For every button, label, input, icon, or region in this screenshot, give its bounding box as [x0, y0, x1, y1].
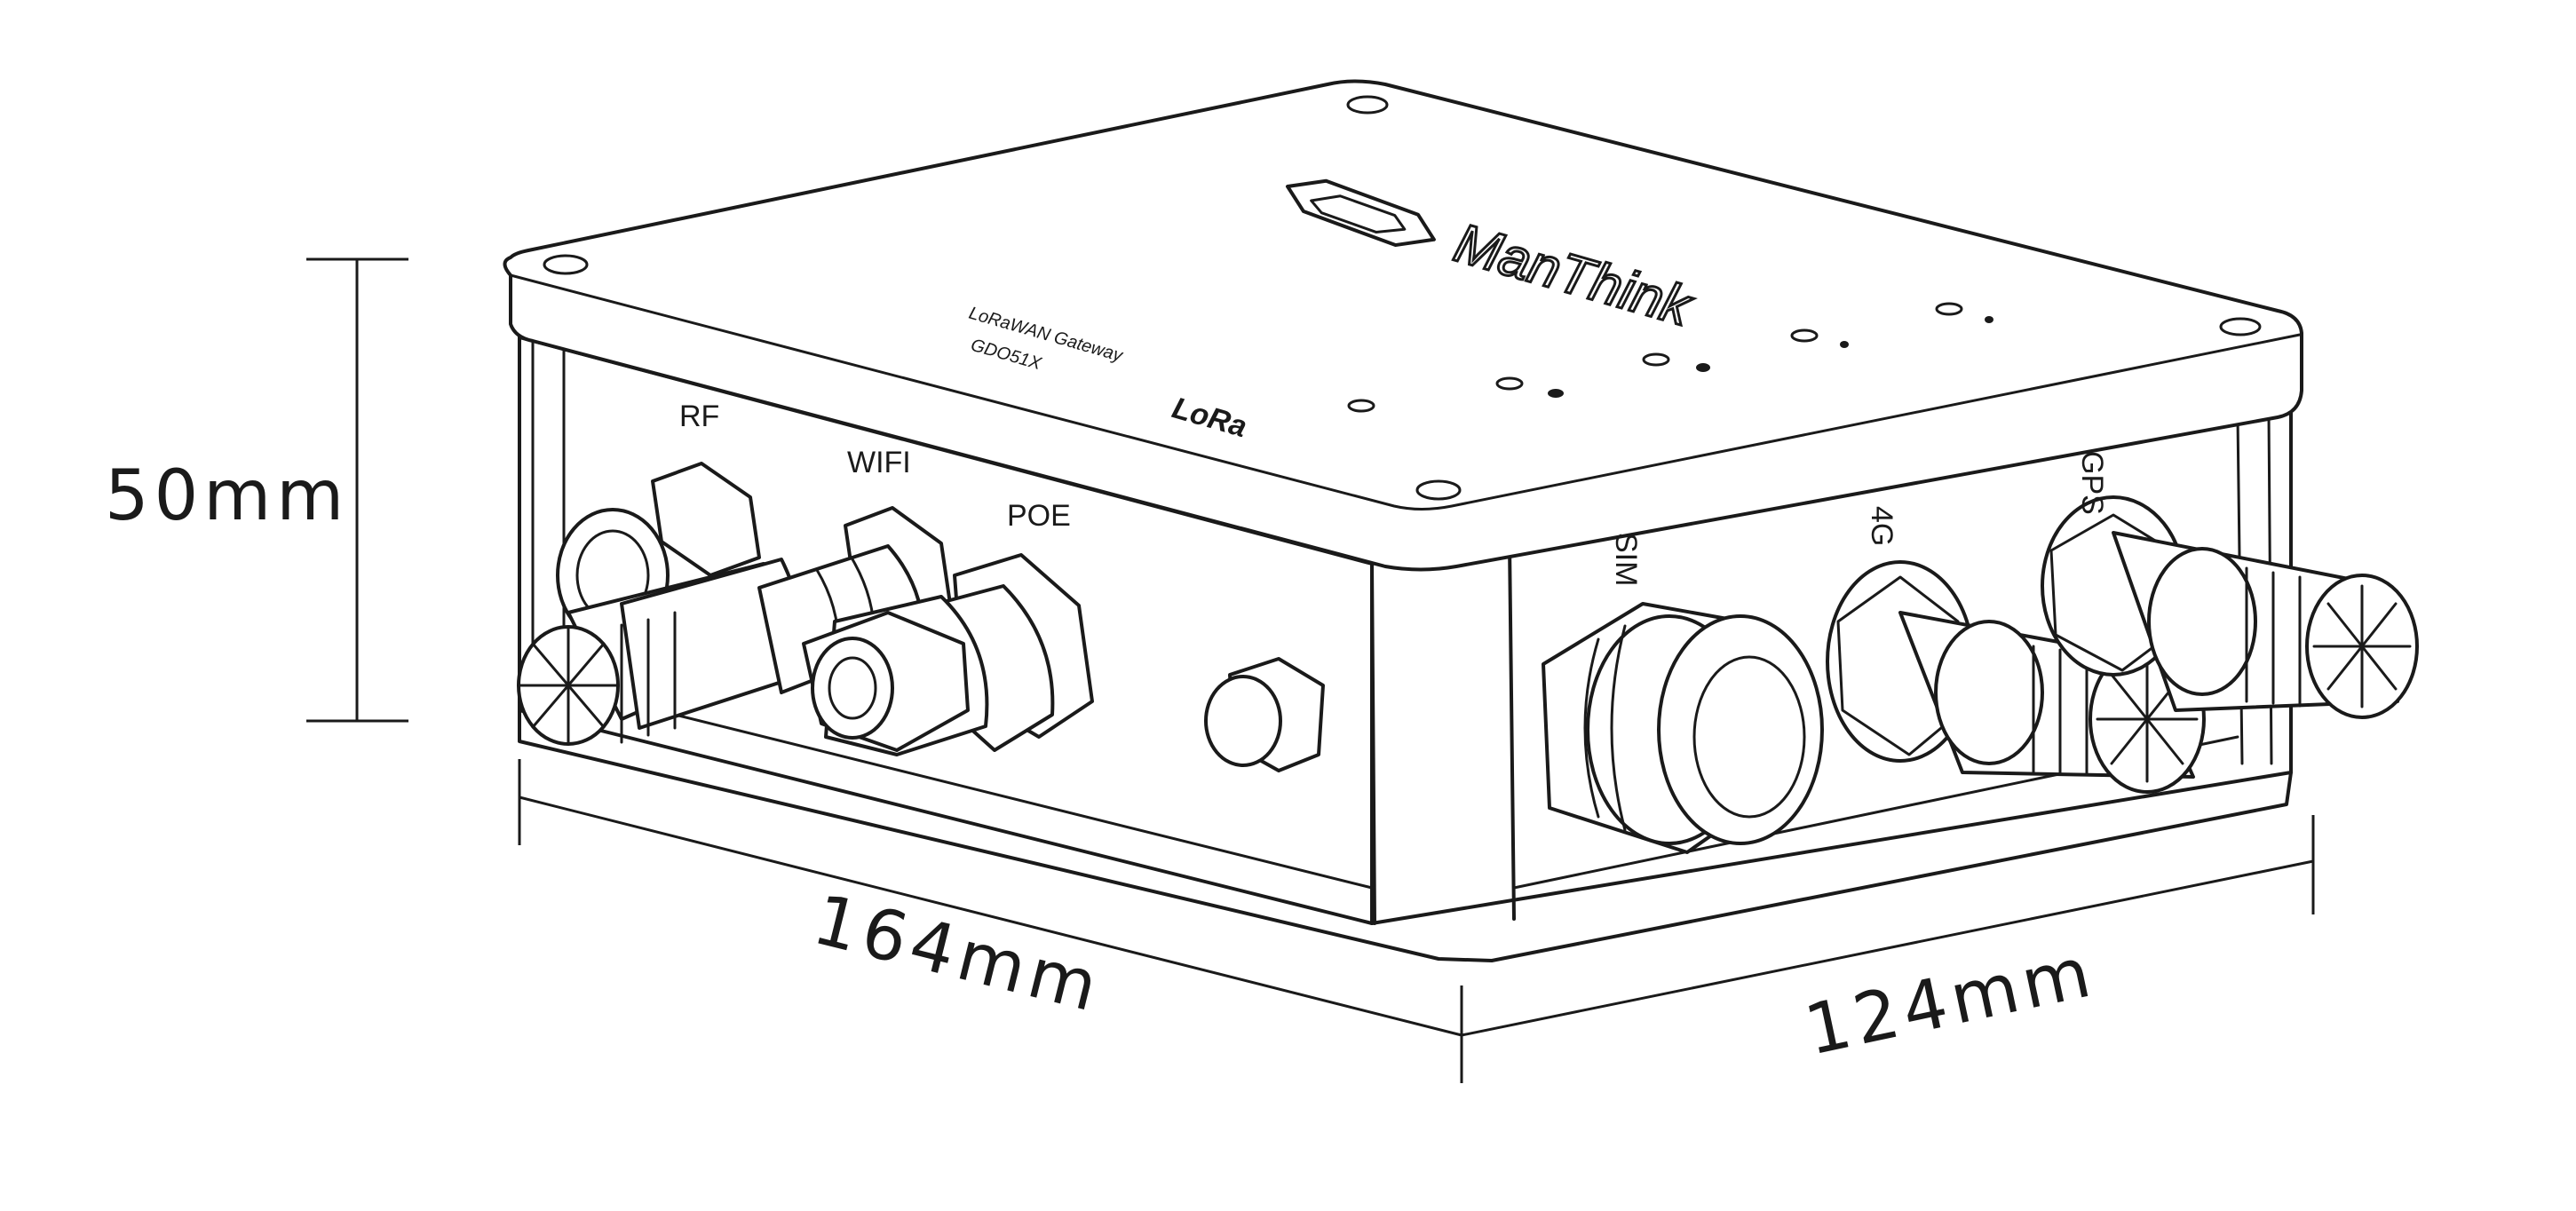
sim-cap [1542, 602, 1824, 854]
enclosure: ManThink LoRaWAN Gateway GDO51X LoRa [503, 79, 2303, 962]
length-label: 164mm [805, 880, 1110, 1028]
lte-label: 4G [1865, 506, 1898, 546]
gps-label: GPS [2075, 451, 2109, 515]
gps-connector [2041, 495, 2419, 719]
wifi-label: WIFI [847, 446, 911, 479]
poe-label: POE [1007, 499, 1071, 533]
length-dimension: 164mm [518, 759, 1463, 1083]
height-label: 50mm [105, 456, 349, 536]
vent-button [1204, 657, 1325, 772]
sim-label: SIM [1609, 533, 1643, 586]
height-dimension: 50mm [105, 257, 408, 723]
poe-connector [802, 553, 1094, 756]
lte-connector [1826, 560, 2206, 794]
rf-connector [517, 462, 806, 746]
width-label: 124mm [1798, 932, 2102, 1072]
led-indicators [1347, 302, 1993, 413]
rf-label: RF [679, 400, 719, 433]
